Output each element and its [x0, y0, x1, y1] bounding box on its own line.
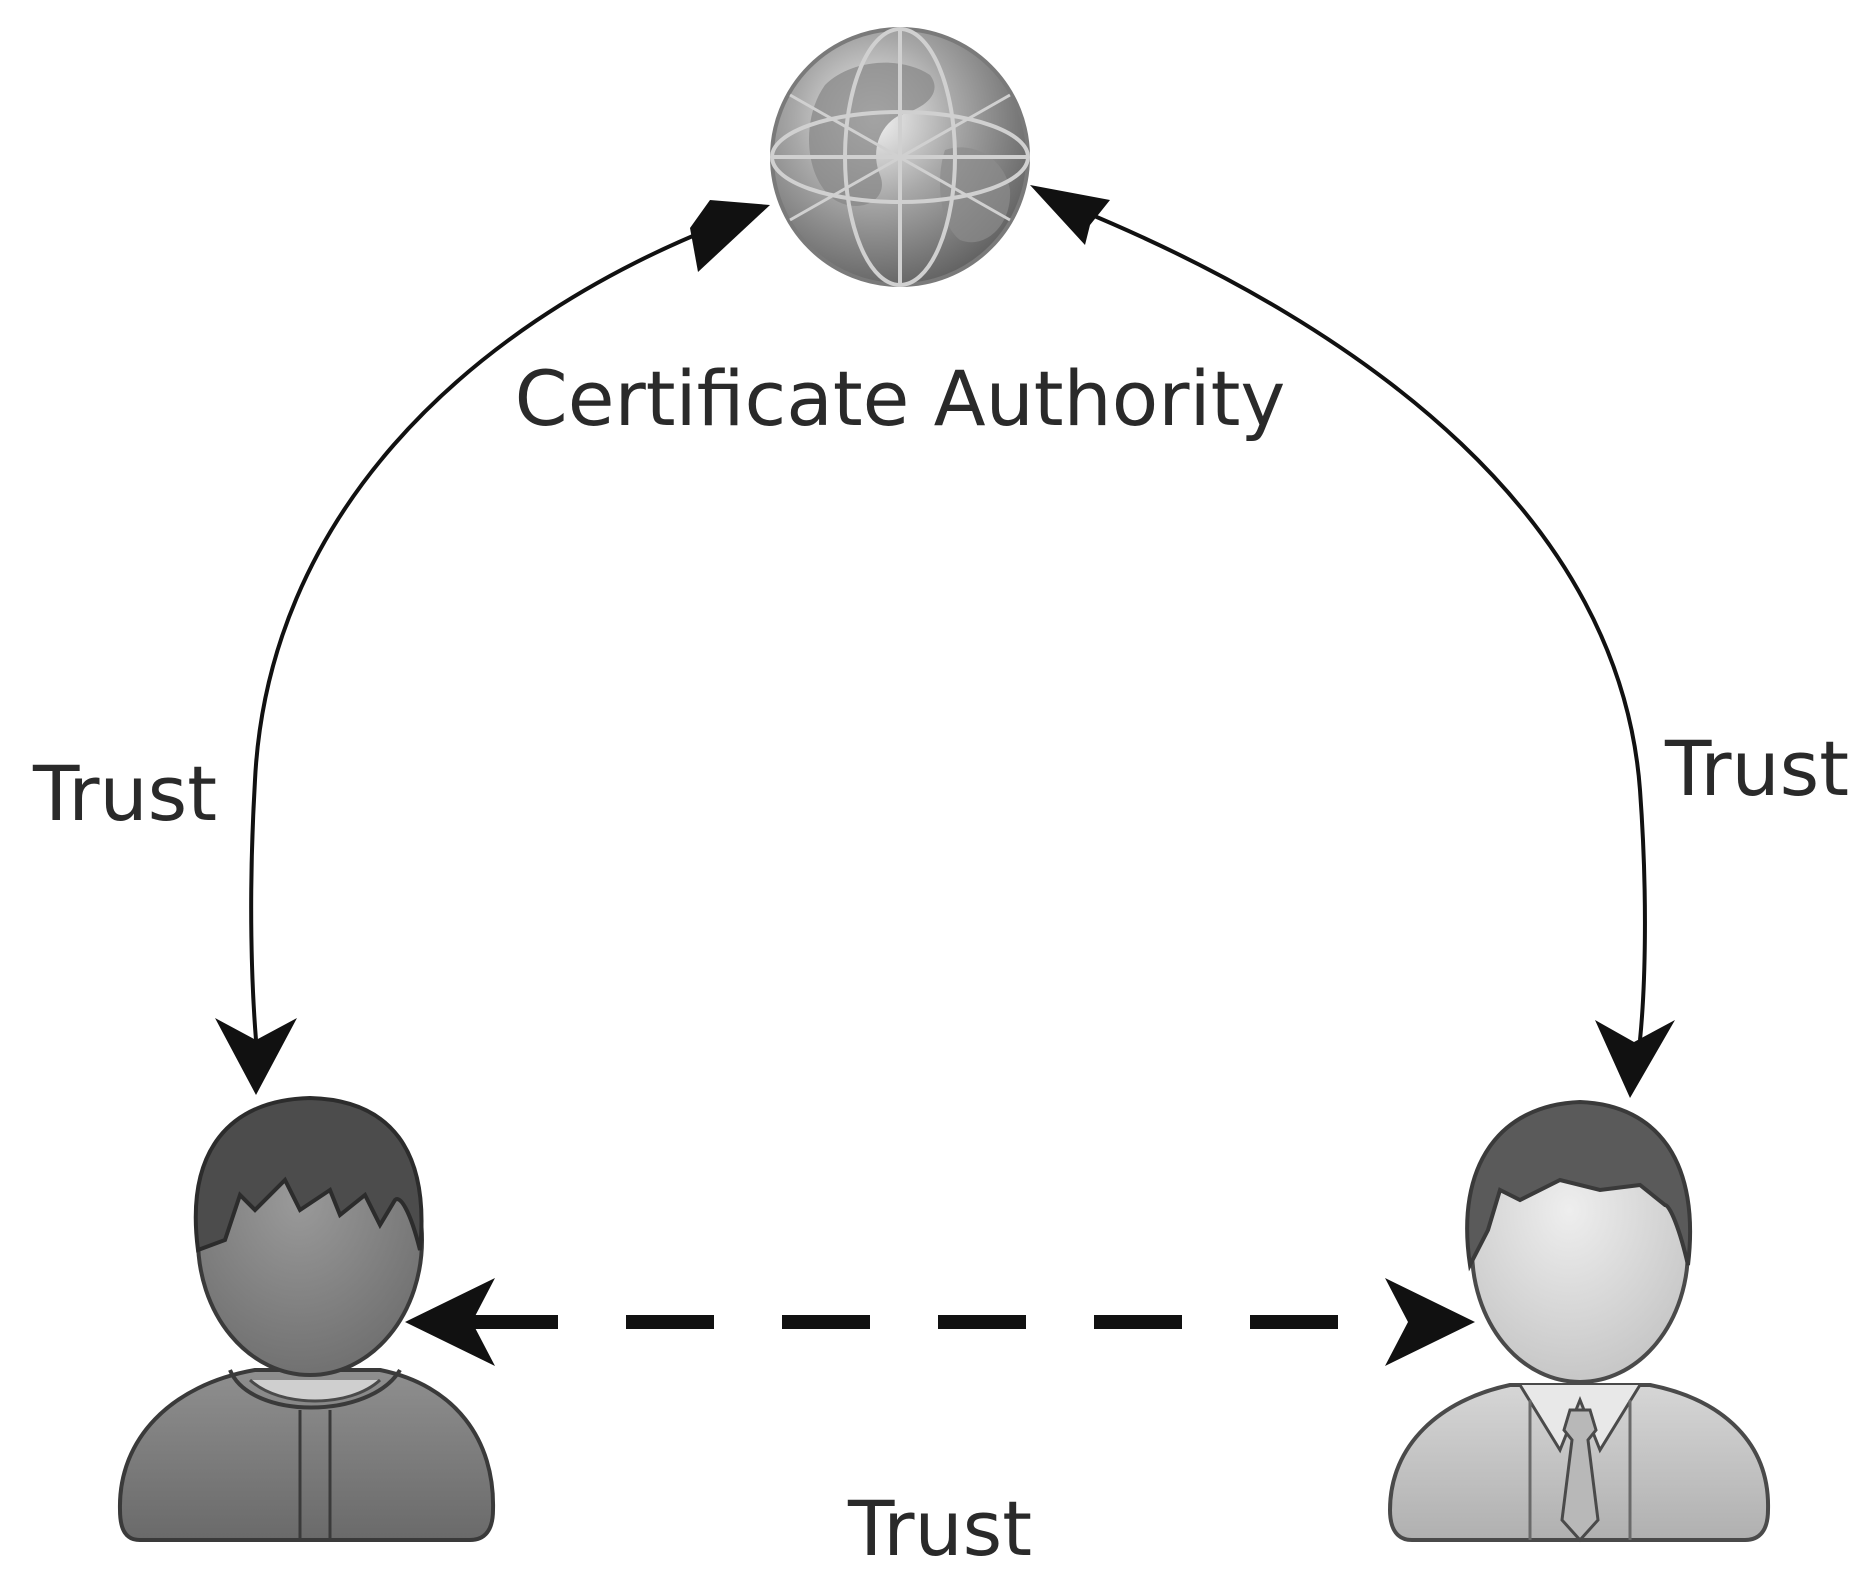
arrow-head-left-top: [690, 200, 770, 272]
edge-bottom-label: Trust: [847, 1484, 1032, 1573]
arrow-head-bottom-right: [1385, 1278, 1475, 1366]
globe-icon: [770, 27, 1030, 287]
edge-bottom: [405, 1278, 1475, 1366]
arrow-head-bottom-left: [405, 1278, 495, 1366]
user-hoodie-icon: [117, 1095, 496, 1542]
user-businessman-icon: [1387, 1099, 1771, 1543]
edge-right-label: Trust: [1664, 724, 1849, 813]
edge-left: [215, 200, 770, 1095]
arrow-head-left-bottom: [215, 1018, 297, 1095]
edge-right: [1030, 185, 1675, 1098]
edge-left-label: Trust: [32, 749, 217, 838]
ca-label: Certificate Authority: [515, 354, 1286, 443]
arrow-head-right-bottom: [1595, 1020, 1675, 1098]
arrow-head-right-top: [1030, 185, 1110, 245]
